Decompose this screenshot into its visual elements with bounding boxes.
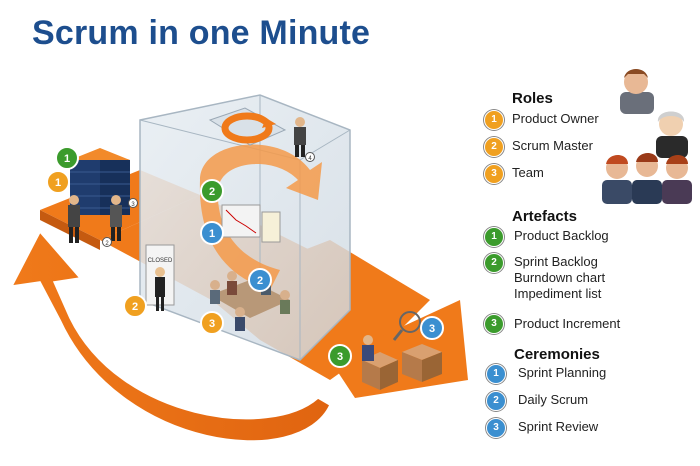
step-marker-4: 4 [305,152,315,162]
door-sign: CLOSED [148,258,173,264]
team-portrait [602,153,692,204]
scene-badge-increment-green: 3 [328,344,352,368]
role-badge: 1 [484,110,504,130]
scene-badge-label: 1 [55,177,61,189]
step-marker-label: 2 [105,241,109,247]
scene-badge-label: 3 [429,323,435,335]
scene-badge-sm-orange: 2 [123,294,147,318]
scene-badge-label: 1 [64,153,70,165]
scrum-master-portrait [656,111,688,158]
artefact-line-burndown-chart: Burndown chart [514,270,606,285]
scrum-illustration: 1 1 2 1 2 3 2 3 3 2 3 4 C [10,94,468,442]
scene-badge-review-blue: 3 [420,316,444,340]
product-owner-portrait [620,69,654,114]
product-owner-figures [68,195,122,243]
ceremony-item-daily-scrum: Daily Scrum [518,392,589,407]
scene-badge-label: 1 [209,228,215,240]
scene-badge-sprint-green: 2 [200,179,224,203]
role-badge: 2 [484,137,504,157]
observer-figure [294,117,306,157]
step-marker-3: 3 [128,198,138,208]
role-badge: 3 [484,164,504,184]
step-marker-label: 4 [308,156,312,162]
artefacts-heading: Artefacts [512,208,578,225]
scene-badge-label: 3 [337,351,343,363]
scene-badge-daily-blue: 2 [248,268,272,292]
role-item-team: Team [512,165,544,180]
scene-badge-label: 3 [209,318,215,330]
ceremony-item-sprint-review: Sprint Review [518,419,599,434]
artefact-line-impediment-list: Impediment list [514,286,602,301]
scene-badge-label: 2 [132,301,138,313]
product-backlog-stack [70,148,130,215]
sprint-room [139,94,351,361]
role-item-scrum-master: Scrum Master [512,138,593,153]
iteration-return-arrow [10,230,331,442]
portraits [602,69,692,204]
artefact-item-product-increment: Product Increment [514,316,621,331]
scene-badge-label: 2 [209,186,215,198]
scene-badge-po-orange: 1 [46,170,70,194]
ceremony-badge: 3 [486,418,506,438]
roles-heading: Roles [512,90,553,107]
artefact-badge: 3 [484,314,504,334]
scene-badge-team-orange: 3 [200,311,224,335]
step-marker-label: 3 [131,202,135,208]
step-marker-2: 2 [102,237,112,247]
ceremony-item-sprint-planning: Sprint Planning [518,365,607,380]
artefact-item-product-backlog: Product Backlog [514,228,609,243]
ceremonies-heading: Ceremonies [514,346,600,363]
team-meeting [210,271,290,331]
role-item-product-owner: Product Owner [512,111,599,126]
daily-scrum-arrow [208,107,287,146]
artefact-item-sprint-artefacts: Sprint Backlog Burndown chart Impediment… [514,254,605,302]
artefact-badge: 1 [484,227,504,247]
product-increment-boxes [362,311,442,390]
artefact-badge: 2 [484,253,504,273]
page-title: Scrum in one Minute [32,14,371,52]
scrum-master-figure [145,244,175,311]
ceremony-badge: 2 [486,391,506,411]
artefact-line-sprint-backlog: Sprint Backlog [514,254,598,269]
scene-badge-planning-blue: 1 [200,221,224,245]
scene-badge-label: 2 [257,275,263,287]
ceremony-badge: 1 [486,364,506,384]
scene-badge-po-green: 1 [55,146,79,170]
